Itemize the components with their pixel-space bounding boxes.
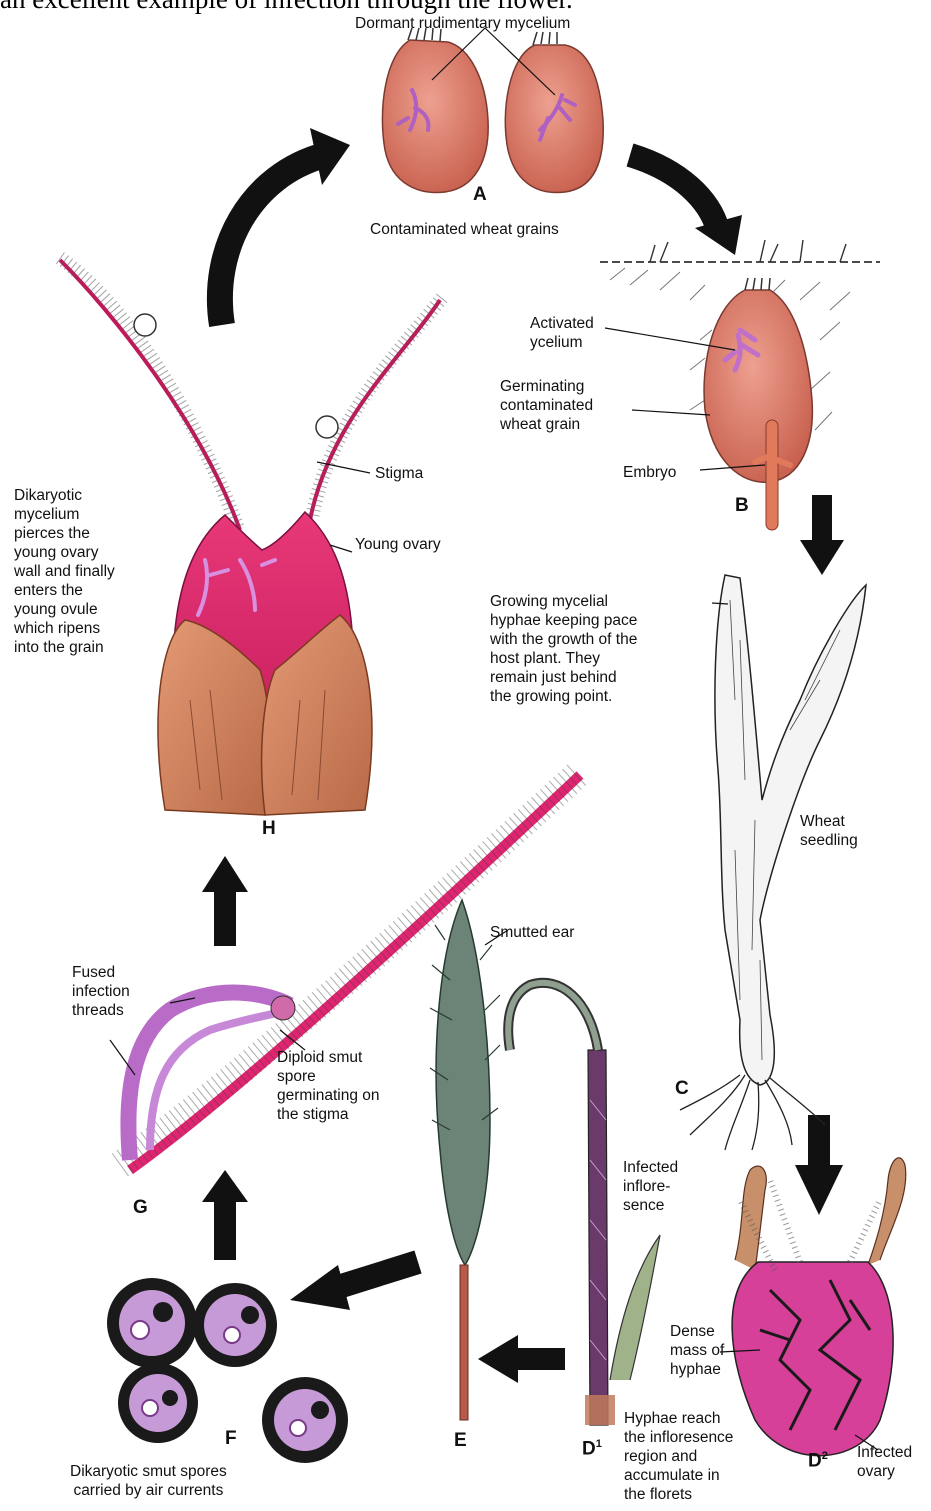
arrow-b-to-c — [800, 495, 844, 575]
stage-letter-a: A — [473, 184, 487, 206]
spore-3 — [118, 1363, 198, 1443]
stage-letter-d2: D2 — [808, 1450, 828, 1472]
stage-letter-d1-base: D — [582, 1438, 596, 1459]
label-infected-inflorescence: Infected inflore- sence — [623, 1158, 678, 1215]
spore-2 — [193, 1283, 277, 1367]
smutted-ear-e — [430, 900, 500, 1420]
arrow-a-to-b — [630, 155, 742, 255]
label-contaminated-grains: Contaminated wheat grains — [370, 220, 559, 239]
label-activated-mycelium: Activated ycelium — [530, 314, 594, 352]
wheat-seedling — [680, 575, 866, 1150]
label-fused-threads: Fused infection threads — [72, 963, 130, 1020]
stage-letter-f: F — [225, 1428, 237, 1450]
label-diploid-spore: Diploid smut spore germinating on the st… — [277, 1048, 380, 1124]
label-smut-spores: Dikaryotic smut spores carried by air cu… — [70, 1462, 227, 1500]
stage-letter-c: C — [675, 1078, 689, 1100]
label-dikaryotic-mycelium: Dikaryotic mycelium pierces the young ov… — [14, 486, 115, 657]
arrow-h-to-a — [220, 128, 350, 325]
label-embryo: Embryo — [623, 463, 676, 482]
arrow-e-to-f — [290, 1262, 418, 1310]
spore-1 — [107, 1278, 197, 1368]
stage-letter-d2-base: D — [808, 1450, 822, 1471]
stage-letter-d1: D1 — [582, 1438, 602, 1460]
label-dense-mass: Dense mass of hyphae — [670, 1322, 724, 1379]
stage-letter-e: E — [454, 1430, 467, 1452]
grain-a-left — [382, 28, 488, 193]
label-young-ovary: Young ovary — [355, 535, 441, 554]
stage-letter-d2-sup: 2 — [822, 1450, 828, 1462]
label-growing-hyphae: Growing mycelial hyphae keeping pace wit… — [490, 592, 637, 706]
arrow-d1-to-e — [478, 1335, 565, 1383]
label-dormant-mycelium: Dormant rudimentary mycelium — [355, 14, 570, 33]
label-germinating-grain: Germinating contaminated wheat grain — [500, 377, 593, 434]
stage-letter-g: G — [133, 1197, 148, 1219]
spore-4 — [262, 1377, 348, 1463]
arrow-g-to-h — [202, 856, 248, 946]
arrow-f-to-g — [202, 1170, 248, 1260]
arrow-c-to-d2 — [795, 1115, 843, 1215]
stage-letter-b: B — [735, 495, 749, 517]
grain-a-right — [505, 32, 603, 193]
label-infected-ovary: Infected ovary — [857, 1443, 912, 1481]
label-wheat-seedling: Wheat seedling — [800, 812, 858, 850]
stage-letter-d1-sup: 1 — [596, 1438, 602, 1450]
grain-b — [704, 278, 812, 530]
stage-letter-h: H — [262, 818, 276, 840]
label-hyphae-reach: Hyphae reach the infloresence region and… — [624, 1409, 733, 1504]
label-smutted-ear: Smutted ear — [490, 923, 574, 942]
label-stigma: Stigma — [375, 464, 423, 483]
